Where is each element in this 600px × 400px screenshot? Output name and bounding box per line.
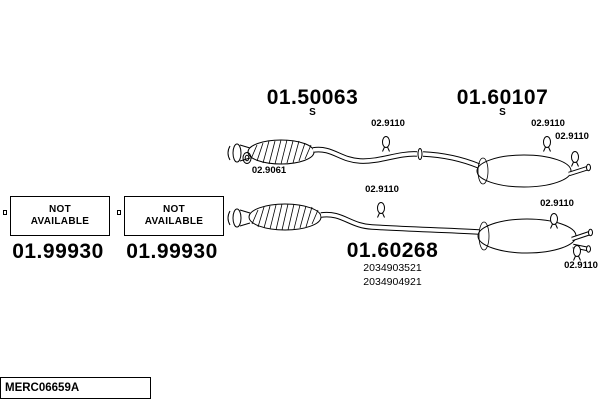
diagram-code: MERC06659A (5, 382, 80, 394)
catalytic-converter-shape (247, 139, 315, 165)
oe-number-list: 2034903521 2034904921 (335, 262, 450, 289)
not-available-text: NOT (162, 203, 185, 215)
gasket-icon (242, 152, 252, 164)
not-available-text: NOT (48, 203, 71, 215)
lower-exhaust-drawing (227, 203, 593, 254)
part-number-front-pipe-left[interactable]: 01.99930 (12, 240, 104, 263)
connector-marker (3, 210, 7, 215)
flex-joint-shape (227, 208, 251, 228)
clamp-icon (377, 202, 385, 218)
part-number-clamp-6[interactable]: 02.9110 (564, 260, 598, 271)
diagram-code-box: MERC06659A (0, 377, 151, 399)
clamp-icon (382, 136, 390, 152)
part-number-center-silencer[interactable]: 01.50063 (266, 86, 359, 109)
clamp-icon (573, 245, 581, 261)
not-available-box-left: NOT AVAILABLE (10, 196, 110, 236)
variant-mark-rear-silencer-upper: S (499, 107, 506, 118)
part-number-gasket[interactable]: 02.9061 (251, 165, 287, 176)
catalytic-converter-shape (248, 203, 322, 231)
rear-muffler-shape (476, 154, 572, 188)
oe-number: 2034904921 (363, 275, 422, 288)
upper-exhaust-drawing (227, 139, 591, 188)
part-number-rear-silencer-lower[interactable]: 01.60268 (346, 239, 439, 262)
part-number-clamp-1[interactable]: 02.9110 (371, 118, 405, 129)
part-number-rear-silencer-upper[interactable]: 01.60107 (456, 86, 549, 109)
connector-marker (117, 210, 121, 215)
oe-number: 2034903521 (363, 262, 422, 274)
not-available-text: AVAILABLE (30, 216, 90, 227)
not-available-text: AVAILABLE (144, 216, 204, 227)
clamp-icon (571, 151, 579, 167)
part-number-clamp-3[interactable]: 02.9110 (555, 131, 589, 142)
rear-muffler-shape (477, 218, 577, 254)
pipe-joint-shape (417, 148, 423, 160)
part-number-clamp-2[interactable]: 02.9110 (531, 118, 565, 129)
part-number-front-pipe-right[interactable]: 01.99930 (126, 240, 218, 263)
part-number-clamp-5[interactable]: 02.9110 (540, 198, 574, 209)
part-number-clamp-4[interactable]: 02.9110 (365, 184, 399, 195)
variant-mark-center-silencer: S (309, 107, 316, 118)
clamp-icon (543, 136, 551, 152)
not-available-box-right: NOT AVAILABLE (124, 196, 224, 236)
